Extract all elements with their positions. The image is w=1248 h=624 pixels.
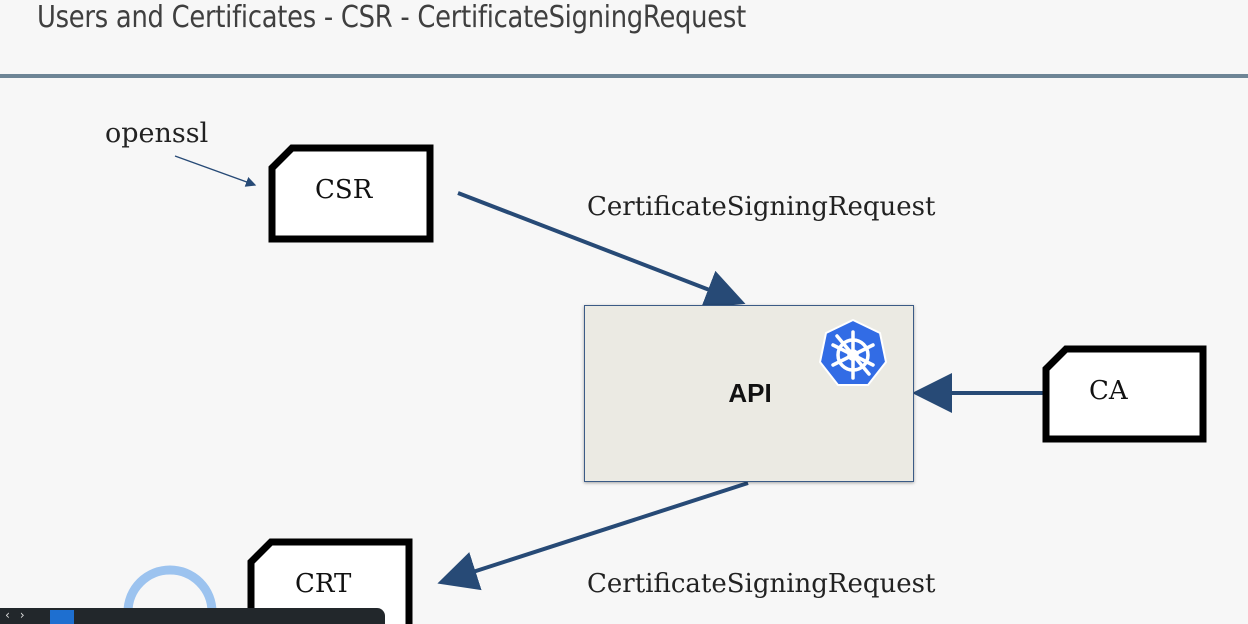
crt-arrow-label: CertificateSigningRequest [587,569,936,599]
openssl-arrow [174,155,257,187]
csr-label: CSR [315,175,373,205]
ca-label: CA [1089,376,1128,406]
api-server-box: API [584,305,914,482]
crt-label: CRT [295,569,352,599]
api-label: API [728,378,772,408]
video-player-bar[interactable]: ‹ › [0,608,385,624]
csr-document-icon [268,144,434,243]
slide-header: Users and Certificates - CSR - Certifica… [0,0,1248,78]
csr-arrow-label: CertificateSigningRequest [587,192,936,222]
slide-title: Users and Certificates - CSR - Certifica… [37,0,746,35]
kubernetes-icon [818,318,888,386]
ca-document-icon [1042,345,1207,443]
crt-document-icon [247,538,413,624]
api-to-crt-arrow [437,481,749,591]
openssl-label: openssl [105,118,209,149]
player-progress-button[interactable] [50,610,74,624]
player-controls[interactable]: ‹ › [4,608,26,622]
csr-to-api-arrow [457,191,746,309]
